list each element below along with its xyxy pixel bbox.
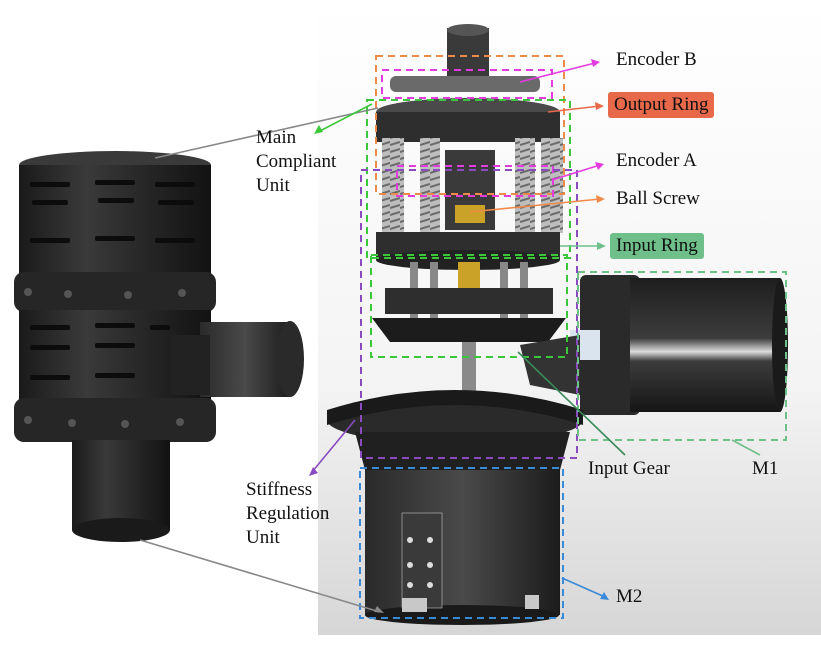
stiffness-regulation-unit-line-1: Stiffness bbox=[246, 479, 313, 500]
output-ring-box bbox=[375, 55, 565, 195]
encoder-a-leader bbox=[551, 164, 601, 181]
m2-box bbox=[359, 467, 564, 619]
prototype-photo bbox=[14, 151, 304, 542]
input-gear-leader bbox=[517, 351, 626, 456]
encoder-b-label: Encoder B bbox=[616, 49, 697, 70]
m1-box bbox=[577, 271, 787, 441]
encoder-b-box bbox=[381, 69, 553, 99]
encoder-a-label: Encoder A bbox=[616, 150, 697, 171]
m1-label: M1 bbox=[752, 458, 779, 479]
stiffness-leader bbox=[311, 419, 356, 473]
main-compliant-unit-lower-box bbox=[370, 254, 568, 358]
main-compliant-unit-label: Main Compliant Unit bbox=[256, 126, 336, 198]
output-ring-leader bbox=[547, 105, 601, 113]
ball-screw-label: Ball Screw bbox=[616, 188, 700, 209]
stiffness-regulation-unit-line-2: Regulation bbox=[246, 503, 330, 524]
m2-leader bbox=[561, 577, 606, 598]
stiffness-regulation-unit-label: Stiffness Regulation Unit bbox=[246, 478, 329, 550]
stiffness-regulation-unit-line-3: Unit bbox=[246, 527, 280, 548]
photo-top-leader bbox=[154, 107, 379, 159]
encoder-b-leader bbox=[519, 62, 596, 83]
main-compliant-unit-line-2: Compliant bbox=[256, 151, 337, 172]
main-compliant-unit-box bbox=[366, 99, 571, 259]
m1-leader bbox=[731, 439, 761, 456]
photo-bottom-leader bbox=[139, 539, 381, 613]
m2-label: M2 bbox=[616, 586, 643, 607]
ball-screw-leader bbox=[469, 198, 601, 213]
main-compliant-unit-line-1: Main bbox=[256, 127, 297, 148]
main-compliant-unit-line-3: Unit bbox=[256, 175, 290, 196]
main-compliant-leader bbox=[317, 103, 373, 133]
input-gear-label: Input Gear bbox=[588, 458, 670, 479]
cad-render bbox=[327, 24, 788, 625]
output-ring-label: Output Ring bbox=[608, 92, 715, 118]
input-ring-label: Input Ring bbox=[610, 233, 704, 259]
encoder-a-box bbox=[396, 165, 554, 197]
